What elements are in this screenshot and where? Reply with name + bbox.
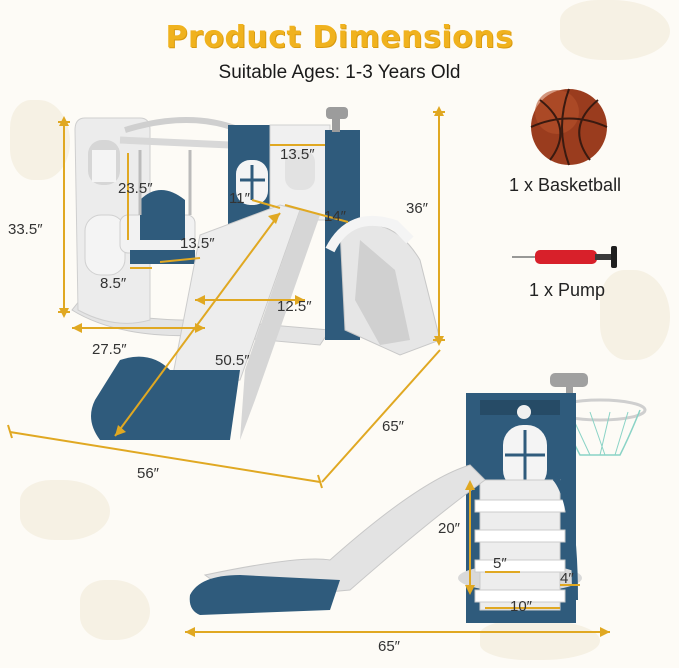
accessory-label-pump: 1 x Pump <box>529 280 606 300</box>
dimension-label-slide-length: 50.5″ <box>215 352 250 369</box>
dimension-label-stair-width: 10″ <box>510 598 532 615</box>
dimension-label-swing-seat: 13.5″ <box>180 235 215 252</box>
dimension-label-height-left: 33.5″ <box>8 221 43 238</box>
dimension-label-swing-small: 8.5″ <box>100 275 127 292</box>
dimension-label-total-length: 65″ <box>378 638 400 655</box>
dimension-label-step: 5″ <box>493 555 507 572</box>
accessory-label-basketball: 1 x Basketball <box>509 175 622 195</box>
dimension-label-swing-height: 23.5″ <box>118 180 153 197</box>
bg-blob <box>560 0 670 60</box>
dimension-label-width: 56″ <box>137 465 159 482</box>
dimension-label-depth: 65″ <box>382 418 404 435</box>
dimension-label-top-width: 13.5″ <box>280 146 315 163</box>
page-subtitle: Suitable Ages: 1-3 Years Old <box>218 62 461 83</box>
dimension-label-stair-height: 20″ <box>438 520 460 537</box>
page-title: Product Dimensions <box>165 20 514 55</box>
bg-blob <box>20 480 110 540</box>
dimension-label-slide-width: 12.5″ <box>277 298 312 315</box>
dimension-label-step-depth: 4″ <box>560 570 574 587</box>
dimension-label-base-width: 27.5″ <box>92 341 127 358</box>
bg-blob <box>80 580 150 640</box>
dimension-label-platform: 11″ <box>229 190 250 207</box>
dimension-label-platform-depth: 14″ <box>324 208 346 225</box>
bg-blob <box>600 270 670 360</box>
bg-blob <box>10 100 70 180</box>
dimension-label-height-right: 36″ <box>406 200 428 217</box>
bg-blob <box>480 620 600 660</box>
